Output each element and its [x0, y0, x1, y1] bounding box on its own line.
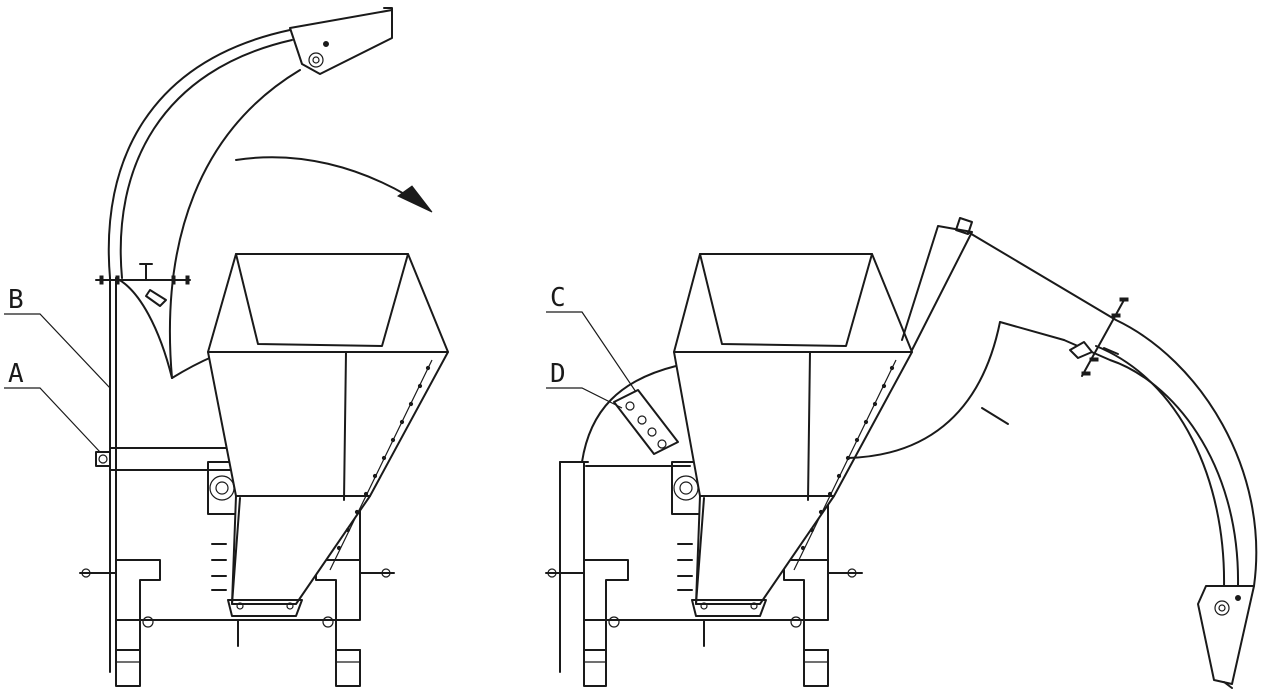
- callout-b: B: [4, 285, 111, 389]
- right-view-machine: [545, 217, 1258, 689]
- callout-a: A: [4, 359, 101, 453]
- label-a: A: [8, 359, 24, 389]
- label-b: B: [8, 285, 24, 315]
- callout-d: D: [546, 359, 623, 409]
- callout-c: C: [546, 283, 637, 393]
- label-d: D: [550, 359, 566, 389]
- label-c: C: [550, 283, 566, 313]
- left-view-machine: [79, 7, 449, 687]
- curved-arrow-icon: [235, 156, 433, 213]
